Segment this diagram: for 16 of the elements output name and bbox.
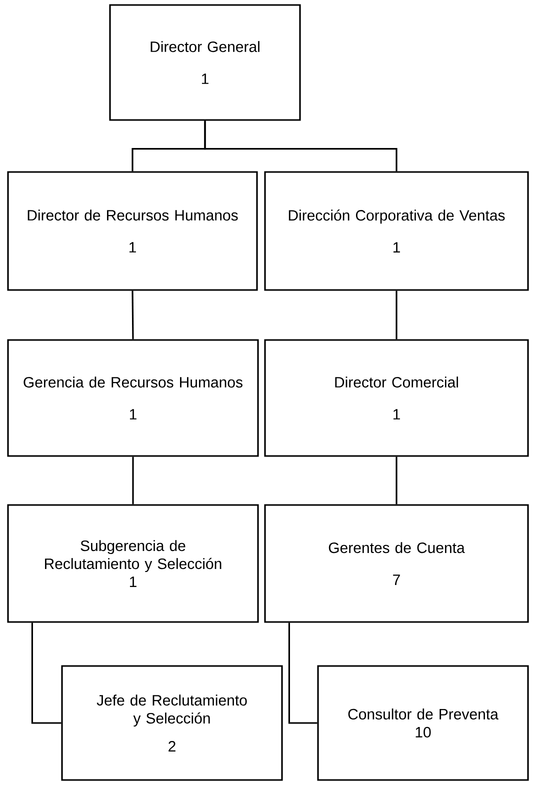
- connector-line: [132, 290, 134, 340]
- position-box: Consultor de Preventa 10: [317, 665, 529, 781]
- position-box: Gerencia de Recursos Humanos 1: [7, 339, 259, 457]
- connector-line: [396, 456, 398, 504]
- position-box: Jefe de Reclutamiento y Selección 2: [61, 665, 283, 781]
- connector-line: [288, 622, 318, 724]
- connector-line: [396, 290, 398, 340]
- position-box: Director General 1: [109, 4, 301, 121]
- connector-line: [132, 456, 134, 504]
- position-box: Gerentes de Cuenta 7: [264, 504, 529, 623]
- position-box: Director de Recursos Humanos 1: [7, 171, 258, 291]
- position-box: Director Comercial 1: [264, 339, 529, 457]
- connector-line: [31, 622, 62, 724]
- connector-line: [204, 120, 398, 172]
- position-box: Dirección Corporativa de Ventas 1: [264, 171, 529, 291]
- position-box: Subgerencia de Reclutamiento y Selección 1: [7, 504, 259, 623]
